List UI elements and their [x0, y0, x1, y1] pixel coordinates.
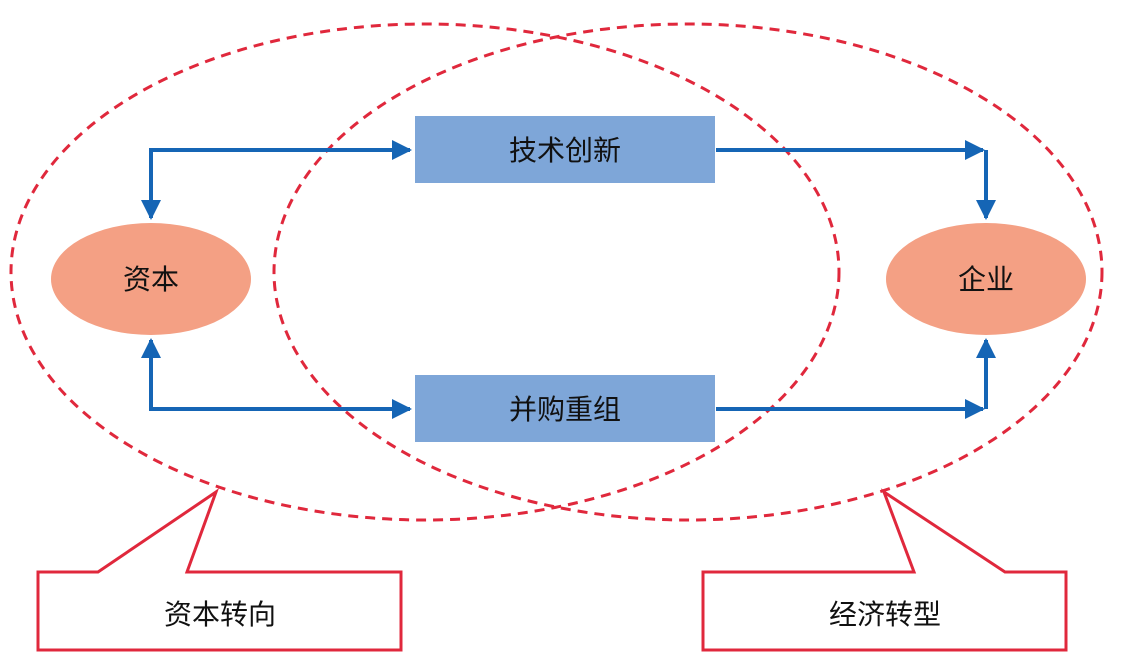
capital-shift-dashed-ellipse — [9, 22, 841, 522]
capital-label: 资本 — [123, 263, 179, 296]
enterprise-node: 企业 — [886, 223, 1086, 335]
connector-arrows — [141, 140, 996, 419]
capital-ellipse — [51, 223, 251, 335]
arrow-capital-to-tech-innovation — [141, 140, 412, 220]
merger-reorg-label: 并购重组 — [509, 393, 621, 426]
capital-node: 资本 — [51, 223, 251, 335]
tech-innovation-box — [415, 116, 715, 183]
merger-reorg-box — [415, 375, 715, 442]
capital-shift-callout-shape — [36, 488, 403, 652]
tech-innovation-node: 技术创新 — [415, 116, 715, 183]
economic-transition-dashed-ellipse — [272, 22, 1104, 522]
enterprise-ellipse — [886, 223, 1086, 335]
economic-transition-callout: 经济转型 — [701, 488, 1068, 652]
merger-reorg-node: 并购重组 — [415, 375, 715, 442]
capital-shift-callout: 资本转向 — [36, 488, 403, 652]
economic-transition-callout-shape — [701, 488, 1068, 652]
economic-transition-label: 经济转型 — [829, 598, 941, 631]
arrow-capital-to-merger — [141, 338, 412, 419]
tech-innovation-label: 技术创新 — [509, 134, 621, 167]
capital-shift-label: 资本转向 — [164, 598, 276, 631]
enterprise-label: 企业 — [958, 263, 1014, 296]
